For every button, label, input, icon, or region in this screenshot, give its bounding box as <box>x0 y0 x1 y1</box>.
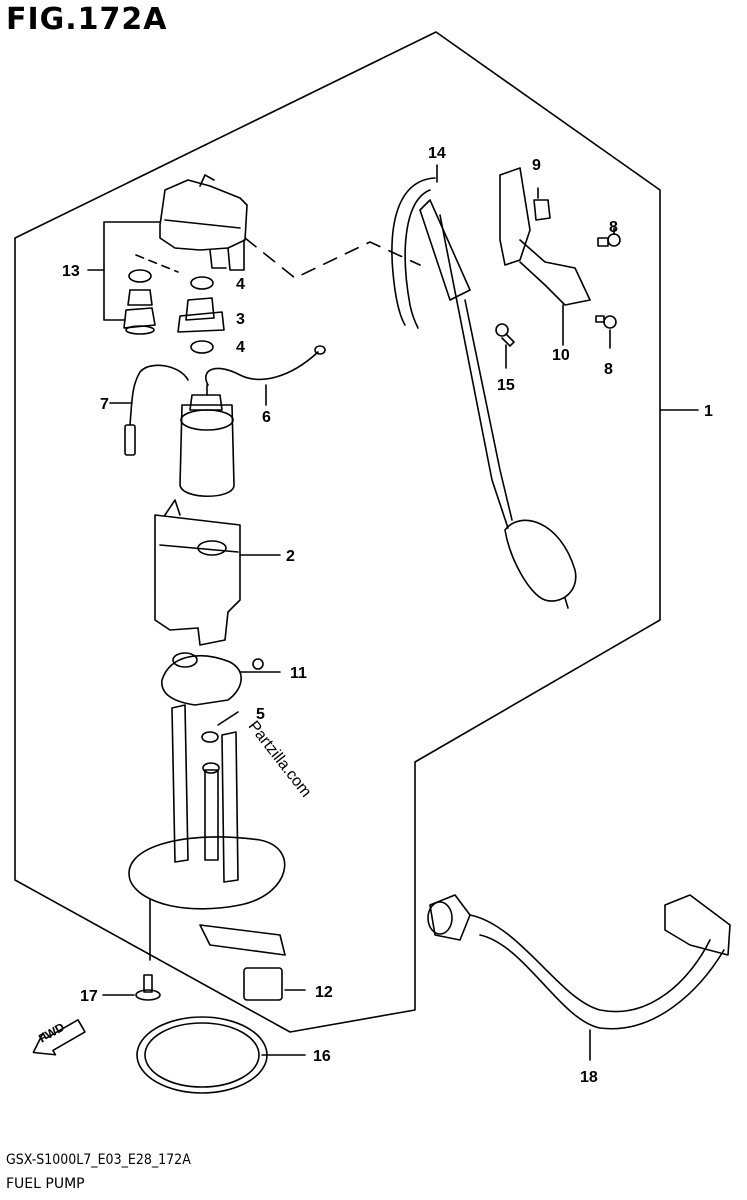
exploded-parts-diagram: 14 9 8 13 4 3 4 10 8 15 7 1 6 2 11 5 17 … <box>14 31 731 1094</box>
pump-base-frame <box>128 704 286 961</box>
footer-model-code: GSX-S1000L7_E03_E28_172A <box>6 1152 191 1168</box>
part-7-wire <box>129 364 189 426</box>
leader-dashed <box>244 237 421 279</box>
part-10-bracket <box>499 167 591 346</box>
part-9-clip <box>533 199 551 221</box>
part-14-float-sender <box>391 164 577 609</box>
part-label-18: 18 <box>580 1069 598 1086</box>
part-label-3: 3 <box>236 311 245 328</box>
part-5-ring <box>201 731 219 743</box>
part-11-gasket <box>161 652 281 706</box>
part-2-holder <box>154 499 281 646</box>
fuel-pump-motor <box>179 384 235 498</box>
part-13-washer <box>128 269 152 283</box>
part-13-bracket <box>103 221 161 321</box>
part-label-9: 9 <box>532 157 541 174</box>
footer-part-group: FUEL PUMP <box>6 1176 85 1192</box>
part-label-6: 6 <box>262 409 271 426</box>
part-label-12: 12 <box>315 984 333 1001</box>
part-16-oring <box>136 1016 268 1094</box>
part-17-screw <box>102 974 161 1001</box>
part-label-7: 7 <box>100 396 109 413</box>
part-label-8-lower: 8 <box>604 361 613 378</box>
part-label-17: 17 <box>80 988 98 1005</box>
part-4-oring-top <box>190 276 214 290</box>
part-15-bolt <box>495 323 515 369</box>
part-label-5: 5 <box>256 706 265 723</box>
assembly-outline <box>14 31 661 1033</box>
part-label-11: 11 <box>290 665 307 682</box>
part-3-regulator <box>177 297 225 333</box>
part-label-14: 14 <box>428 145 446 162</box>
part-label-16: 16 <box>313 1048 331 1065</box>
figure-title: FIG.172A <box>6 2 168 37</box>
part-label-4-upper: 4 <box>236 276 245 293</box>
part-13-sensor <box>123 289 156 335</box>
part-8-bolt-upper <box>597 227 621 247</box>
part-label-8-upper: 8 <box>609 219 618 236</box>
part-4-oring-bottom <box>190 340 214 354</box>
pump-cap <box>159 174 248 271</box>
fwd-arrow <box>32 1019 86 1056</box>
part-label-2: 2 <box>286 548 295 565</box>
part-label-15: 15 <box>497 377 515 394</box>
part-label-13: 13 <box>62 263 80 280</box>
part-11-plug <box>252 658 264 670</box>
part-label-4-lower: 4 <box>236 339 245 356</box>
part-6-wire <box>205 351 319 386</box>
part-12-cushion <box>243 967 283 1001</box>
part-18-fuel-hose <box>427 894 731 1061</box>
part-label-1: 1 <box>704 403 713 420</box>
part-8-bolt-lower <box>595 315 617 349</box>
part-label-10: 10 <box>552 347 570 364</box>
